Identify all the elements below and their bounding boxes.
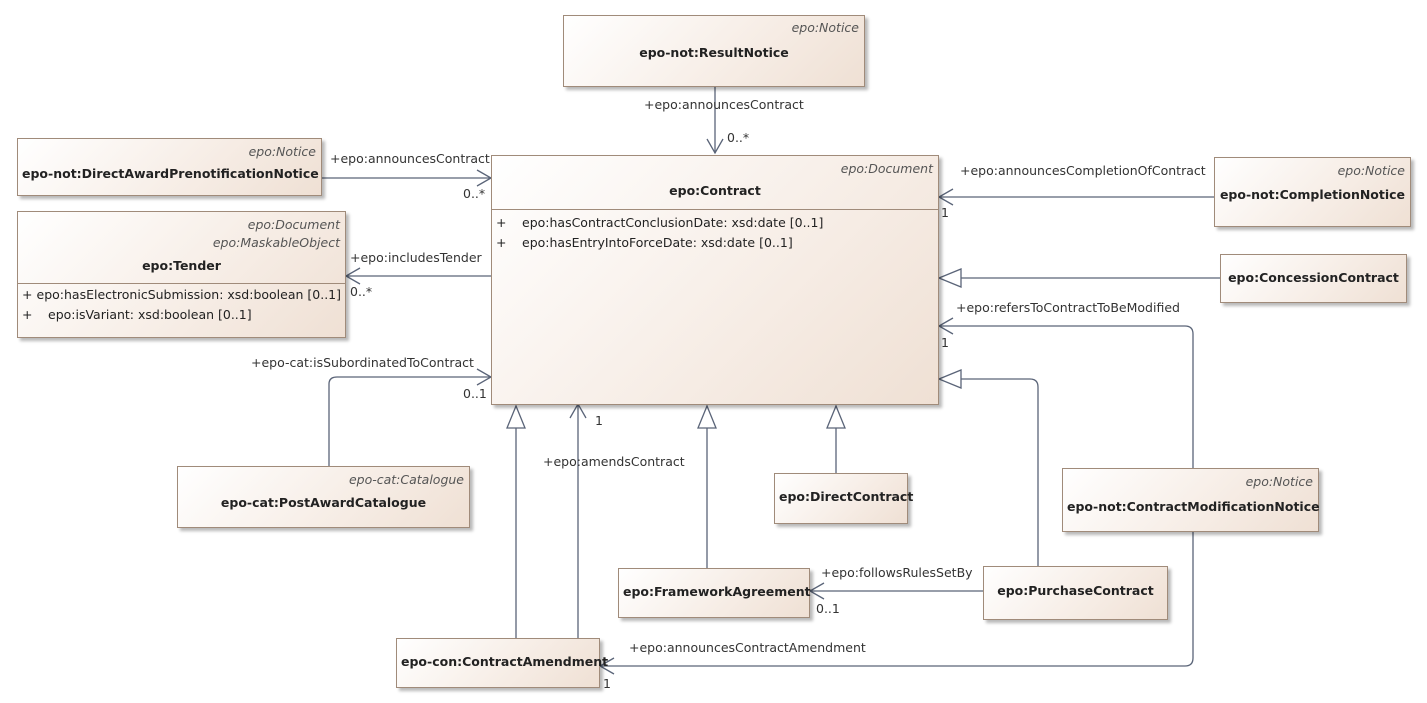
visibility-marker: + bbox=[22, 287, 33, 302]
role-label: +epo:announcesContract bbox=[644, 97, 804, 112]
arrowhead-open bbox=[706, 138, 724, 155]
attribute-row[interactable]: + epo:hasContractConclusionDate: xsd:dat… bbox=[496, 213, 934, 233]
class-post-award-catalogue[interactable]: epo-cat:Catalogue epo-cat:PostAwardCatal… bbox=[177, 466, 470, 528]
generalization-triangle bbox=[937, 369, 962, 389]
class-name: epo:FrameworkAgreement bbox=[623, 584, 811, 599]
class-name: epo-cat:PostAwardCatalogue bbox=[220, 495, 427, 510]
role-label: +epo:followsRulesSetBy bbox=[821, 565, 973, 580]
arrowhead-open bbox=[937, 317, 954, 335]
stereotype: epo:Notice bbox=[248, 144, 316, 159]
attribute-text: epo:hasEntryIntoForceDate: xsd:date [0..… bbox=[522, 235, 793, 250]
multiplicity-label: 1 bbox=[941, 205, 949, 220]
class-name: epo:PurchaseContract bbox=[997, 583, 1154, 598]
role-label: +epo:announcesContract bbox=[330, 151, 490, 166]
attribute-row[interactable]: + epo:isVariant: xsd:boolean [0..1] bbox=[22, 305, 341, 325]
multiplicity-label: 1 bbox=[595, 413, 603, 428]
class-name: epo-not:CompletionNotice bbox=[1219, 187, 1406, 202]
class-name: epo:Tender bbox=[142, 258, 221, 273]
class-contract[interactable]: epo:Document epo:Contract + epo:hasContr… bbox=[491, 155, 939, 405]
role-label: +epo:announcesContractAmendment bbox=[629, 640, 866, 655]
generalization-triangle bbox=[506, 404, 526, 429]
generalization-purchase bbox=[961, 378, 1039, 566]
attribute-text: epo:hasElectronicSubmission: xsd:boolean… bbox=[36, 287, 342, 302]
class-direct-contract[interactable]: epo:DirectContract bbox=[774, 473, 914, 524]
multiplicity-label: 0..1 bbox=[816, 601, 840, 616]
class-name: epo-not:DirectAwardPrenotificationNotice bbox=[22, 166, 319, 181]
class-contract-amendment[interactable]: epo-con:ContractAmendment bbox=[396, 638, 609, 688]
class-result-notice[interactable]: epo:Notice epo-not:ResultNotice bbox=[563, 15, 865, 87]
class-tender[interactable]: epo:Document epo:MaskableObject epo:Tend… bbox=[17, 211, 346, 338]
class-name: epo:Contract bbox=[669, 183, 761, 198]
multiplicity-label: 0..1 bbox=[463, 386, 487, 401]
role-label: +epo:refersToContractToBeModified bbox=[956, 300, 1180, 315]
stereotype: epo:MaskableObject bbox=[212, 235, 340, 250]
stereotype: epo:Document bbox=[840, 161, 933, 176]
multiplicity-label: 1 bbox=[941, 335, 949, 350]
class-contract-modification-notice[interactable]: epo:Notice epo-not:ContractModificationN… bbox=[1062, 468, 1320, 532]
visibility-marker: + bbox=[496, 215, 507, 230]
attribute-compartment: + epo:hasElectronicSubmission: xsd:boole… bbox=[18, 283, 345, 328]
generalization-triangle bbox=[697, 404, 717, 429]
stereotype: epo:Document bbox=[247, 217, 340, 232]
attribute-compartment: + epo:hasContractConclusionDate: xsd:dat… bbox=[492, 209, 938, 256]
assoc-catalogue-contract bbox=[328, 376, 491, 466]
stereotype: epo:Notice bbox=[1337, 163, 1405, 178]
attribute-text: epo:isVariant: xsd:boolean [0..1] bbox=[48, 307, 252, 322]
visibility-marker: + bbox=[22, 307, 33, 322]
class-name: epo-not:ResultNotice bbox=[639, 45, 789, 60]
attribute-row[interactable]: + epo:hasElectronicSubmission: xsd:boole… bbox=[22, 285, 341, 305]
class-direct-award-prenotification-notice[interactable]: epo:Notice epo-not:DirectAwardPrenotific… bbox=[17, 138, 322, 196]
class-concession-contract[interactable]: epo:ConcessionContract bbox=[1220, 254, 1407, 303]
attribute-text: epo:hasContractConclusionDate: xsd:date … bbox=[522, 215, 824, 230]
assoc-modification-amendment bbox=[600, 532, 1194, 667]
class-purchase-contract[interactable]: epo:PurchaseContract bbox=[983, 566, 1168, 620]
role-label: +epo-cat:isSubordinatedToContract bbox=[251, 355, 474, 370]
class-name: epo:ConcessionContract bbox=[1228, 270, 1399, 285]
assoc-modification-contract bbox=[939, 325, 1194, 468]
stereotype: epo-cat:Catalogue bbox=[348, 472, 464, 487]
stereotype: epo:Notice bbox=[1245, 474, 1313, 489]
arrowhead-open bbox=[937, 188, 954, 206]
arrowhead-open bbox=[598, 657, 615, 675]
class-name: epo-con:ContractAmendment bbox=[401, 654, 609, 669]
attribute-row[interactable]: + epo:hasEntryIntoForceDate: xsd:date [0… bbox=[496, 233, 934, 253]
stereotype: epo:Notice bbox=[791, 20, 859, 35]
class-framework-agreement[interactable]: epo:FrameworkAgreement bbox=[618, 568, 811, 618]
role-label: +epo:announcesCompletionOfContract bbox=[960, 163, 1206, 178]
class-name: epo:DirectContract bbox=[779, 489, 914, 504]
visibility-marker: + bbox=[496, 235, 507, 250]
generalization-triangle bbox=[937, 268, 962, 288]
multiplicity-label: 0..* bbox=[463, 186, 485, 201]
multiplicity-label: 1 bbox=[603, 676, 611, 691]
generalization-triangle bbox=[826, 404, 846, 429]
arrowhead-open bbox=[808, 582, 825, 600]
role-label: +epo:amendsContract bbox=[543, 454, 685, 469]
arrowhead-open bbox=[344, 267, 361, 285]
class-completion-notice[interactable]: epo:Notice epo-not:CompletionNotice bbox=[1214, 157, 1411, 227]
multiplicity-label: 0..* bbox=[350, 284, 372, 299]
class-name: epo-not:ContractModificationNotice bbox=[1067, 499, 1320, 514]
multiplicity-label: 0..* bbox=[727, 130, 749, 145]
role-label: +epo:includesTender bbox=[350, 250, 483, 265]
